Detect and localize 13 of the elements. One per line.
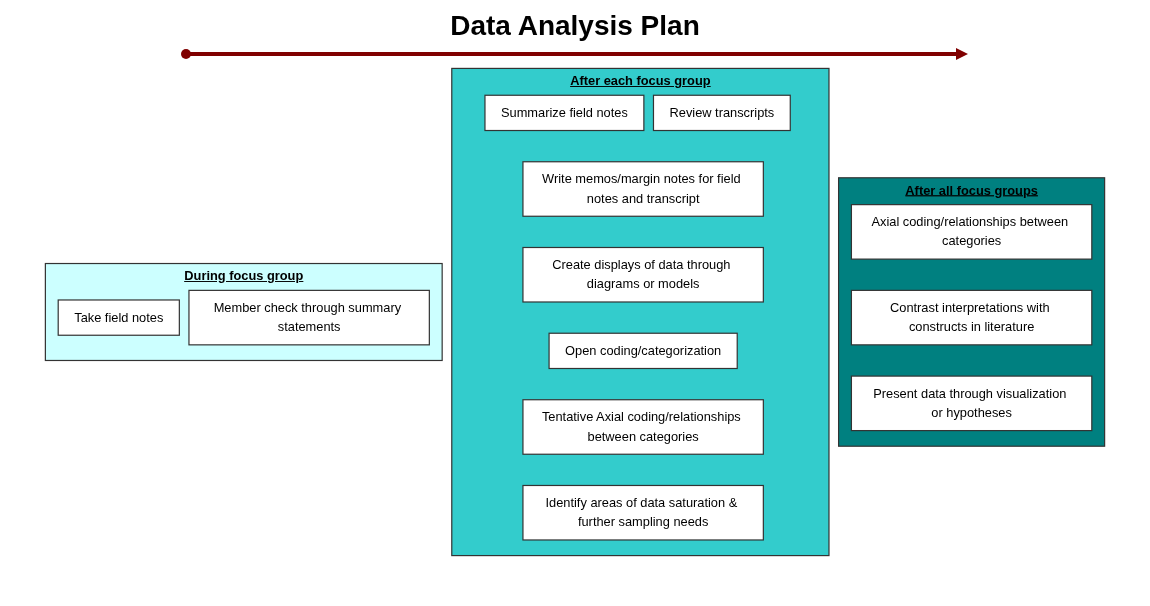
node-box: Member check through summary statements [188, 289, 430, 346]
node-box: Tentative Axial coding/relationships between categories [522, 399, 764, 455]
diagram-title: Data Analysis Plan [449, 10, 701, 42]
node-box: Take field notes [57, 299, 180, 336]
node-box: Open coding/categorization [548, 332, 738, 370]
node-box: Review transcripts [652, 94, 791, 132]
node-box: Write memos/margin notes for field notes and transcript [522, 161, 764, 217]
node-box: Contrast interpretations with constructs in literature [850, 289, 1093, 346]
node-box: Axial coding/relationships between categories [850, 204, 1093, 260]
node-box: Identify areas of data saturation & further sampling needs [522, 484, 764, 541]
node-box: Present data through visualization or hypotheses [850, 375, 1093, 432]
node-box: Create displays of data through diagrams or models [522, 246, 764, 303]
node-box: Summarize field notes [484, 94, 645, 132]
